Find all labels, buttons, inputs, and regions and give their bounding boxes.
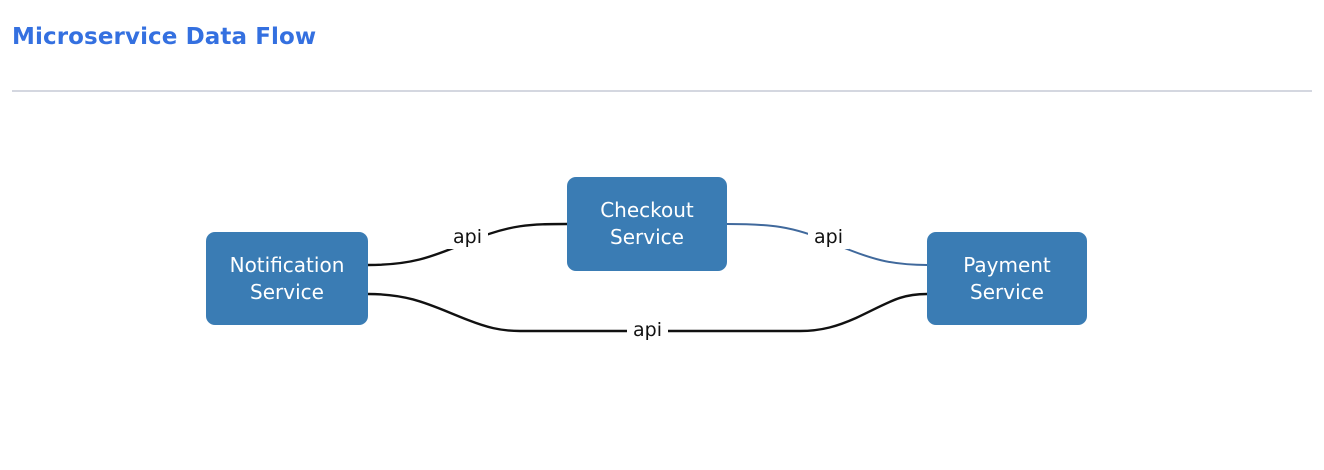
edge-label-checkout-to-payment: api [808, 225, 849, 249]
header-divider [12, 90, 1312, 92]
node-notification-service-line1: Notification [229, 252, 345, 277]
page-title: Microservice Data Flow [12, 24, 317, 50]
node-checkout-service-line1: Checkout [600, 198, 694, 222]
edge-label-notification-to-payment: api [627, 318, 668, 342]
node-payment-service-line1: Payment [963, 252, 1051, 277]
page-header: Microservice Data Flow [0, 0, 1324, 92]
node-payment-service-line2: Service [970, 279, 1044, 304]
node-checkout-service-line2: Service [610, 225, 684, 249]
diagram-edges-layer [366, 222, 929, 333]
edge-label-notification-to-checkout: api [447, 225, 488, 249]
node-notification-service-line2: Service [250, 279, 324, 304]
edge-notification-to-payment[interactable] [366, 292, 929, 333]
